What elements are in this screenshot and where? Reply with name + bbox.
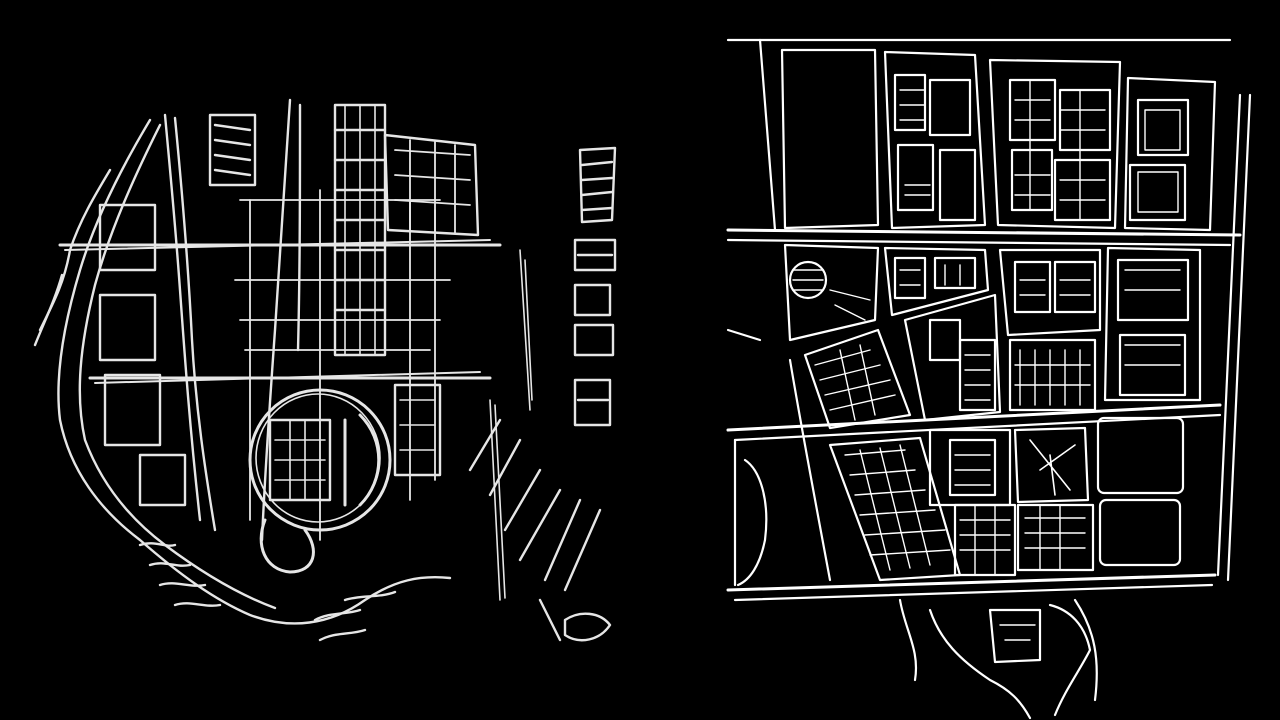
block-b3 xyxy=(998,248,1102,337)
block-b4 xyxy=(1103,246,1202,402)
block-b2 xyxy=(883,246,990,317)
block-a4 xyxy=(1123,76,1217,232)
block-d4 xyxy=(1096,416,1185,495)
block-a3 xyxy=(988,58,1122,230)
block-a2 xyxy=(883,50,987,230)
block-d3 xyxy=(1013,426,1090,504)
left-upper-block xyxy=(383,133,480,237)
left-stacked-blocks xyxy=(573,146,617,427)
block-e1 xyxy=(953,503,1017,577)
right-bottom-organic xyxy=(898,598,1032,720)
right-bottom-street xyxy=(726,573,1217,592)
block-c1 xyxy=(803,328,912,430)
block-d2 xyxy=(928,428,1012,507)
block-c3 xyxy=(1008,338,1097,412)
right-sketch xyxy=(726,38,1252,720)
left-circle xyxy=(248,388,392,532)
left-tower xyxy=(208,113,257,187)
block-a1 xyxy=(780,48,880,230)
block-c2 xyxy=(903,293,1002,422)
block-b1 xyxy=(783,243,880,342)
left-river-edge xyxy=(57,118,452,625)
block-e3 xyxy=(1098,498,1182,567)
right-diagonal-street xyxy=(726,403,1222,432)
left-pond xyxy=(259,518,315,574)
block-e2 xyxy=(1016,503,1095,572)
left-sketch xyxy=(33,98,612,642)
roundabout xyxy=(788,260,828,300)
left-block-1 xyxy=(98,203,157,272)
